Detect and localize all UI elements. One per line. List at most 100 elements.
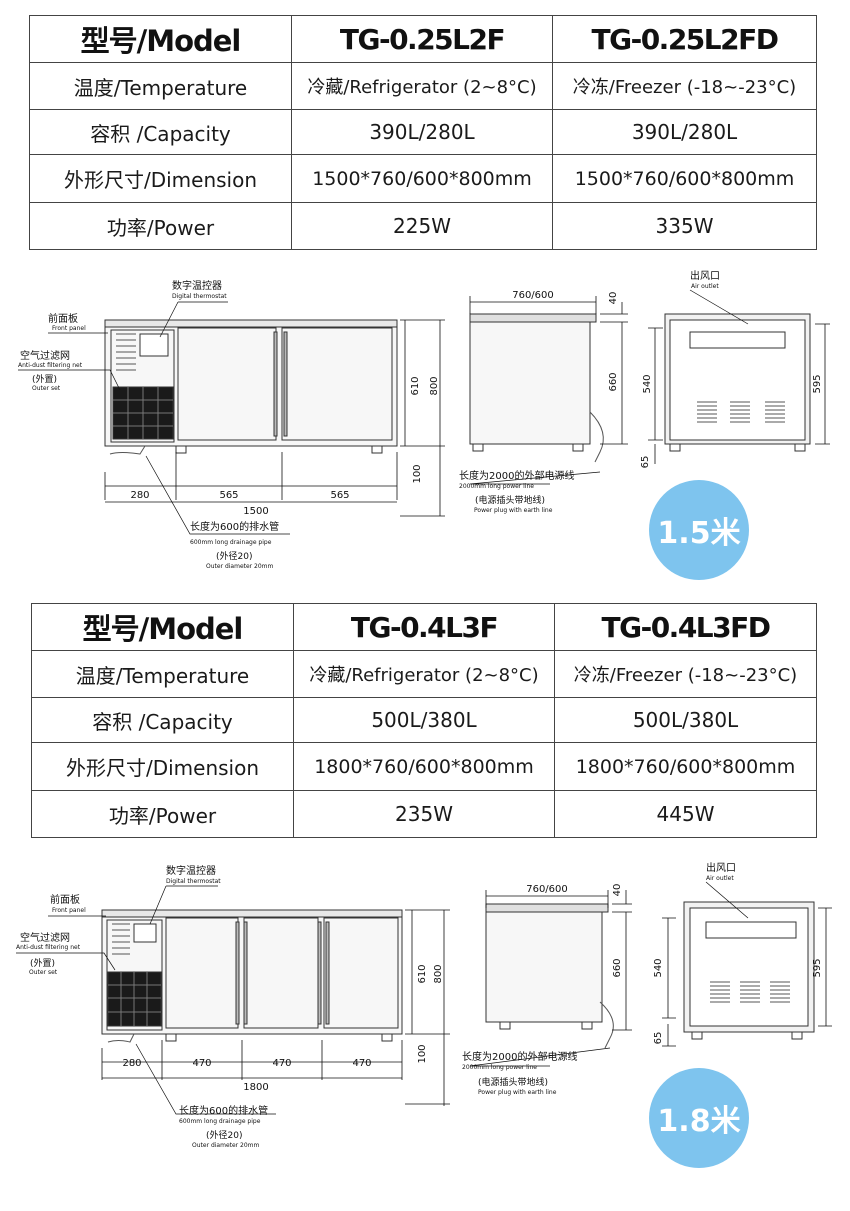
dim-100: 100 bbox=[417, 1044, 428, 1063]
row-label: 温度/Temperature bbox=[29, 62, 292, 110]
dim-540: 540 bbox=[642, 374, 653, 393]
label-drain-en: 600mm long drainage pipe bbox=[179, 1118, 261, 1125]
label-filter-en: Anti-dust filtering net bbox=[18, 362, 83, 369]
label-drain-dia: (外径20) bbox=[216, 550, 252, 562]
label-power-line: 长度为2000的外部电源线 bbox=[459, 469, 574, 482]
side-view bbox=[485, 903, 614, 1049]
side-view bbox=[469, 313, 604, 463]
dim-segment-2: 470 bbox=[192, 1058, 211, 1069]
label-thermostat-en: Digital thermostat bbox=[166, 878, 221, 885]
table-cell: 1500*760/600*800mm bbox=[552, 154, 817, 203]
table-row: 外形尺寸/Dimension 1800*760/600*800mm 1800*7… bbox=[31, 742, 817, 791]
label-plug: (电源插头带地线) bbox=[475, 494, 545, 506]
table-cell: 冷冻/Freezer (-18~-23°C) bbox=[552, 62, 817, 110]
label-plug: (电源插头带地线) bbox=[478, 1076, 548, 1088]
section-view bbox=[683, 901, 815, 1040]
dim-595: 595 bbox=[812, 958, 823, 977]
front-view bbox=[101, 909, 403, 1043]
row-label: 外形尺寸/Dimension bbox=[29, 154, 292, 203]
row-label: 温度/Temperature bbox=[31, 650, 294, 698]
diagram-drawing: 280 565 565 1500 610 800 100 数字温控器 Digit… bbox=[18, 269, 830, 570]
label-filter-en: Anti-dust filtering net bbox=[16, 944, 81, 951]
label-power-line: 长度为2000的外部电源线 bbox=[462, 1050, 577, 1063]
dim-total: 1500 bbox=[243, 506, 268, 517]
label-plug-en: Power plug with earth line bbox=[478, 1089, 557, 1096]
label-front-panel-en: Front panel bbox=[52, 907, 86, 914]
model-name-refrigerator: TG-0.4L3F bbox=[293, 603, 555, 651]
table-cell: 390L/280L bbox=[552, 109, 817, 155]
table-cell: 500L/380L bbox=[293, 697, 555, 743]
label-filter-note: (外置) bbox=[32, 373, 57, 385]
dim-total: 1800 bbox=[243, 1082, 268, 1093]
table-cell: 390L/280L bbox=[291, 109, 553, 155]
label-power-line-en: 2000mm long power line bbox=[462, 1064, 537, 1071]
label-drain: 长度为600的排水管 bbox=[179, 1104, 268, 1117]
label-drain-dia-en: Outer diameter 20mm bbox=[192, 1142, 260, 1149]
table-row: 容积 /Capacity 390L/280L 390L/280L bbox=[29, 109, 817, 155]
dimension-diagram-2: 280 470 470 470 1800 610 800 100 数字温控器 D… bbox=[0, 852, 850, 1172]
dim-segment-4: 470 bbox=[352, 1058, 371, 1069]
label-drain-dia: (外径20) bbox=[206, 1129, 242, 1141]
dim-depth: 760/600 bbox=[526, 884, 568, 895]
dim-65: 65 bbox=[653, 1032, 664, 1045]
model-name-freezer: TG-0.25L2FD bbox=[552, 15, 817, 63]
table-cell: 1800*760/600*800mm bbox=[554, 742, 817, 791]
table-row: 外形尺寸/Dimension 1500*760/600*800mm 1500*7… bbox=[29, 154, 817, 203]
table-cell: 445W bbox=[554, 790, 817, 838]
row-label: 容积 /Capacity bbox=[29, 109, 292, 155]
front-dimensions bbox=[104, 319, 445, 517]
label-front-panel-en: Front panel bbox=[52, 325, 86, 332]
spec-table-2: 型号/Model TG-0.4L3F TG-0.4L3FD 温度/Tempera… bbox=[31, 603, 817, 838]
table-row: 功率/Power 225W 335W bbox=[29, 202, 817, 250]
spec-table-1: 型号/Model TG-0.25L2F TG-0.25L2FD 温度/Tempe… bbox=[29, 15, 817, 250]
dim-610: 610 bbox=[410, 376, 421, 395]
row-label: 外形尺寸/Dimension bbox=[31, 742, 294, 791]
dim-610: 610 bbox=[417, 964, 428, 983]
label-filter-note: (外置) bbox=[30, 957, 55, 969]
label-air-outlet: 出风口 bbox=[706, 861, 736, 874]
label-plug-en: Power plug with earth line bbox=[474, 507, 553, 514]
dim-660: 660 bbox=[612, 958, 623, 977]
dim-660: 660 bbox=[608, 372, 619, 391]
dim-100: 100 bbox=[412, 464, 423, 483]
section-view bbox=[664, 313, 811, 452]
dimension-diagram-1: 280 565 565 1500 610 800 100 数字温控器 Digit… bbox=[0, 262, 850, 582]
label-front-panel: 前面板 bbox=[50, 893, 80, 906]
table-cell: 冷冻/Freezer (-18~-23°C) bbox=[554, 650, 817, 698]
dim-800: 800 bbox=[429, 376, 440, 395]
label-drain-en: 600mm long drainage pipe bbox=[190, 539, 272, 546]
table-row: 温度/Temperature 冷藏/Refrigerator (2~8°C) 冷… bbox=[29, 62, 817, 110]
dim-540: 540 bbox=[653, 958, 664, 977]
label-filter: 空气过滤网 bbox=[20, 349, 70, 362]
label-thermostat: 数字温控器 bbox=[172, 279, 222, 292]
size-badge-2: 1.8米 bbox=[649, 1068, 749, 1168]
label-air-outlet: 出风口 bbox=[690, 269, 720, 282]
label-air-outlet-en: Air outlet bbox=[691, 283, 719, 290]
table-cell: 1800*760/600*800mm bbox=[293, 742, 555, 791]
table-header-row: 型号/Model TG-0.25L2F TG-0.25L2FD bbox=[29, 15, 817, 63]
label-thermostat: 数字温控器 bbox=[166, 864, 216, 877]
table-row: 温度/Temperature 冷藏/Refrigerator (2~8°C) 冷… bbox=[31, 650, 817, 698]
dim-segment-3: 470 bbox=[272, 1058, 291, 1069]
dim-segment-3: 565 bbox=[330, 490, 349, 501]
label-filter: 空气过滤网 bbox=[20, 931, 70, 944]
label-filter-note-en: Outer set bbox=[32, 385, 61, 392]
size-badge-1: 1.5米 bbox=[649, 480, 749, 580]
table-header-row: 型号/Model TG-0.4L3F TG-0.4L3FD bbox=[31, 603, 817, 651]
table-cell: 500L/380L bbox=[554, 697, 817, 743]
front-dimensions bbox=[101, 909, 450, 1106]
model-name-refrigerator: TG-0.25L2F bbox=[291, 15, 553, 63]
dim-40: 40 bbox=[608, 292, 619, 305]
front-view bbox=[104, 319, 398, 455]
table-row: 容积 /Capacity 500L/380L 500L/380L bbox=[31, 697, 817, 743]
row-label: 功率/Power bbox=[29, 202, 292, 250]
table-cell: 冷藏/Refrigerator (2~8°C) bbox=[291, 62, 553, 110]
model-header: 型号/Model bbox=[31, 603, 294, 651]
table-cell: 335W bbox=[552, 202, 817, 250]
label-front-panel: 前面板 bbox=[48, 312, 78, 325]
dim-40: 40 bbox=[612, 884, 623, 897]
row-label: 功率/Power bbox=[31, 790, 294, 838]
dim-65: 65 bbox=[640, 456, 651, 469]
table-cell: 225W bbox=[291, 202, 553, 250]
table-cell: 冷藏/Refrigerator (2~8°C) bbox=[293, 650, 555, 698]
